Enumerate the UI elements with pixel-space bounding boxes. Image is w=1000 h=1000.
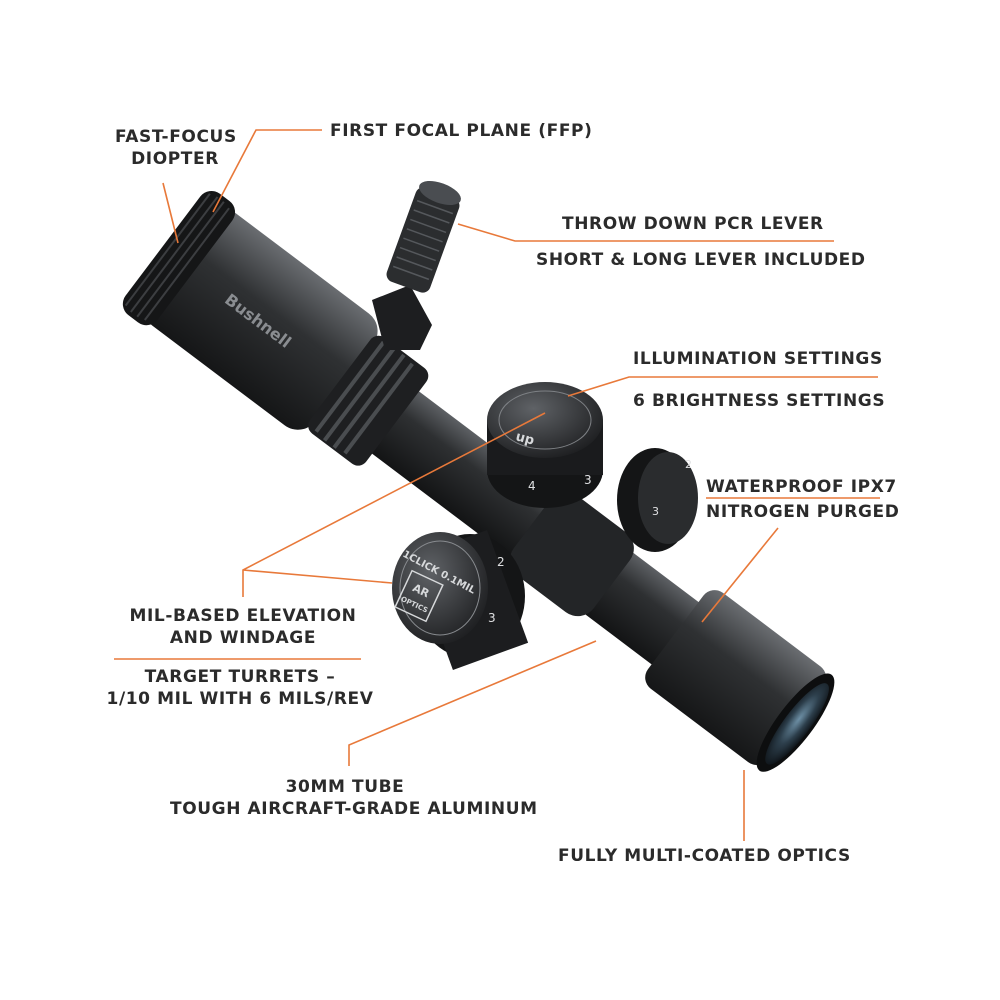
callout-tube: 30MM TUBE TOUGH AIRCRAFT-GRADE ALUMINUM	[170, 776, 538, 820]
leader-lever	[457, 223, 834, 242]
callout-target-turrets: TARGET TURRETS – 1/10 MIL WITH 6 MILS/RE…	[100, 666, 380, 710]
callout-fast-focus-line2: DIOPTER	[131, 149, 219, 169]
svg-text:3: 3	[652, 505, 659, 518]
callout-first-focal-plane: FIRST FOCAL PLANE (FFP)	[330, 121, 593, 141]
callout-brightness-settings: 6 BRIGHTNESS SETTINGS	[633, 391, 886, 411]
svg-text:3: 3	[488, 611, 496, 625]
svg-text:4: 4	[528, 479, 536, 493]
callout-tube-line2: TOUGH AIRCRAFT-GRADE ALUMINUM	[170, 799, 538, 819]
callout-waterproof: WATERPROOF IPX7	[706, 477, 897, 497]
svg-text:up: up	[514, 429, 536, 448]
leader-tube	[348, 640, 597, 766]
callout-mil-based-line1: MIL-BASED ELEVATION	[129, 606, 357, 626]
elevation-turret: 1CLICK 0.1MIL AR OPTICS 2 3	[392, 529, 529, 671]
leader-diopter	[162, 182, 179, 244]
callout-mil-based: MIL-BASED ELEVATION AND WINDAGE	[118, 605, 368, 649]
callout-fast-focus-diopter: FAST-FOCUS DIOPTER	[115, 126, 237, 170]
main-tube: Bushnell	[122, 190, 835, 772]
leader-illumination	[567, 376, 878, 397]
callout-tube-line1: 30MM TUBE	[285, 777, 405, 797]
callout-throw-down-lever: THROW DOWN PCR LEVER	[562, 214, 824, 234]
callout-target-turrets-line2: 1/10 MIL WITH 6 MILS/REV	[106, 689, 374, 709]
windage-turret: 3 2	[617, 448, 698, 552]
callout-optics: FULLY MULTI-COATED OPTICS	[558, 846, 851, 866]
svg-text:2: 2	[685, 458, 692, 471]
svg-text:2: 2	[497, 555, 505, 569]
callout-mil-based-line2: AND WINDAGE	[169, 628, 317, 648]
callout-illumination-settings: ILLUMINATION SETTINGS	[633, 349, 883, 369]
callout-fast-focus-line1: FAST-FOCUS	[115, 127, 237, 147]
leader-mil-based-2	[242, 569, 393, 584]
leader-mil-based	[242, 412, 546, 597]
callout-target-turrets-line1: TARGET TURRETS –	[144, 667, 336, 687]
callout-lever-included: SHORT & LONG LEVER INCLUDED	[536, 250, 866, 270]
svg-text:3: 3	[584, 473, 592, 487]
throw-lever	[372, 180, 461, 350]
leader-waterproof-drop	[701, 527, 779, 623]
leader-ffp	[212, 129, 322, 213]
callout-nitrogen: NITROGEN PURGED	[706, 502, 900, 522]
illumination-turret: 4 3 up	[487, 382, 603, 508]
